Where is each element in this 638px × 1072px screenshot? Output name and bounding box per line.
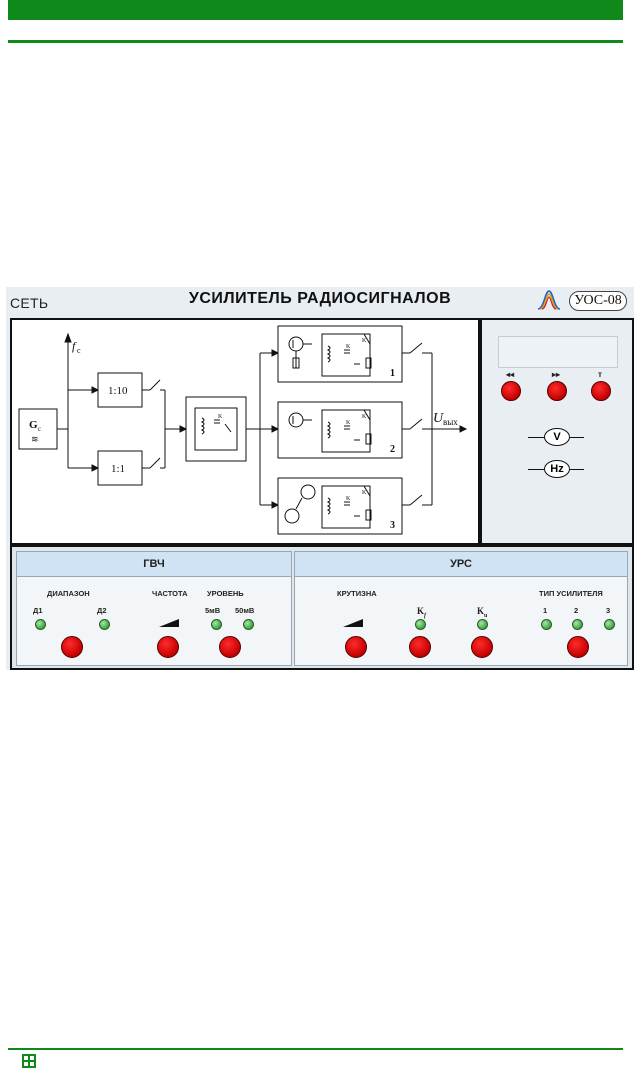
stage-1-number: 1 <box>390 368 395 379</box>
level-50mv-label: 50мВ <box>235 606 255 615</box>
schematic-svg: G c ≋ f c 1:10 1:1 1 2 3 U вых K K K K K… <box>18 325 468 535</box>
range-d1-label: Д1 <box>33 606 43 615</box>
kf-label: Kf <box>417 606 427 619</box>
ku-label-1: K <box>362 338 367 344</box>
forward-label: ▸▸ <box>551 370 561 379</box>
frequency-meter-icon[interactable]: Hz <box>544 460 570 478</box>
amplifier-stage-3 <box>277 477 403 535</box>
kf-led <box>415 619 426 630</box>
frequency-ramp-icon <box>159 619 179 627</box>
digital-display <box>498 336 618 368</box>
divider-10-label: 1:10 <box>108 385 128 397</box>
amp-type-1-label: 1 <box>543 606 548 615</box>
amp-type-2-label: 2 <box>574 606 579 615</box>
frequency-label: ЧАСТОТА <box>152 589 188 598</box>
gvch-section: ГВЧ ДИАПАЗОН Д1 Д2 ЧАСТОТА УРОВЕНЬ 5мВ 5… <box>16 551 292 666</box>
generator-block <box>18 408 58 450</box>
divider-1-label: 1:1 <box>111 463 125 475</box>
footer-rule <box>8 1048 623 1050</box>
slope-label: КРУТИЗНА <box>337 589 377 598</box>
generator-label: G <box>29 419 38 431</box>
footer-logo-icon <box>22 1054 36 1068</box>
gvch-header: ГВЧ <box>17 552 291 577</box>
frequency-sub: c <box>77 346 81 355</box>
model-badge: УОС-08 <box>569 291 627 311</box>
voltmeter-icon[interactable]: V <box>544 428 570 446</box>
ku-label-3: K <box>362 490 367 496</box>
amp-type-label: ТИП УСИЛИТЕЛЯ <box>539 589 603 598</box>
divider-1-10-block <box>97 372 143 408</box>
header-rule <box>8 40 623 43</box>
block-diagram: G c ≋ f c 1:10 1:1 1 2 3 U вых K K K K K… <box>10 318 480 545</box>
control-strip: ГВЧ ДИАПАЗОН Д1 Д2 ЧАСТОТА УРОВЕНЬ 5мВ 5… <box>10 545 634 670</box>
output-sub: вых <box>443 417 458 427</box>
level-5mv-led <box>211 619 222 630</box>
range-d2-led <box>99 619 110 630</box>
svg-text:≋: ≋ <box>31 434 39 444</box>
t-button[interactable] <box>591 381 611 401</box>
slope-ramp-icon <box>343 619 363 627</box>
kf-label-input: K <box>218 414 223 420</box>
amp-type-1-led <box>541 619 552 630</box>
network-label: СЕТЬ <box>10 295 49 311</box>
ku-label-2: K <box>362 414 367 420</box>
ku-label: Ku <box>477 606 488 619</box>
stage-3-number: 3 <box>390 520 395 531</box>
amplifier-stage-2 <box>277 401 403 459</box>
kf-knob[interactable] <box>409 636 431 658</box>
range-d1-led <box>35 619 46 630</box>
urs-header: УРС <box>295 552 627 577</box>
rewind-label: ◂◂ <box>505 370 515 379</box>
output-label: U <box>433 411 444 426</box>
generator-sub: c <box>38 425 41 433</box>
amp-type-knob[interactable] <box>567 636 589 658</box>
frequency-label: f <box>72 339 77 353</box>
range-d2-label: Д2 <box>97 606 107 615</box>
kf-label-3: K <box>346 496 351 502</box>
level-label: УРОВЕНЬ <box>207 589 244 598</box>
frequency-knob[interactable] <box>157 636 179 658</box>
panel-title: УСИЛИТЕЛЬ РАДИОСИГНАЛОВ <box>188 290 452 307</box>
rewind-button[interactable] <box>501 381 521 401</box>
level-knob[interactable] <box>219 636 241 658</box>
waveform-logo-icon <box>537 290 561 310</box>
t-label: т <box>598 370 602 379</box>
ku-knob[interactable] <box>471 636 493 658</box>
stage-2-number: 2 <box>390 444 395 455</box>
header-bar <box>8 0 623 20</box>
slope-knob[interactable] <box>345 636 367 658</box>
level-5mv-label: 5мВ <box>205 606 221 615</box>
kf-label-2: K <box>346 420 351 426</box>
urs-section: УРС КРУТИЗНА Kf Ku ТИП УСИЛИТЕЛЯ 1 2 3 <box>294 551 628 666</box>
kf-label-1: K <box>346 344 351 350</box>
instrument-panel: СЕТЬ УСИЛИТЕЛЬ РАДИОСИГНАЛОВ УОС-08 <box>6 287 634 670</box>
amp-type-3-led <box>604 619 615 630</box>
range-label: ДИАПАЗОН <box>47 589 90 598</box>
amplifier-stage-1 <box>277 325 403 383</box>
level-50mv-led <box>243 619 254 630</box>
amp-type-2-led <box>572 619 583 630</box>
amp-type-3-label: 3 <box>606 606 611 615</box>
ku-led <box>477 619 488 630</box>
forward-button[interactable] <box>547 381 567 401</box>
measurement-panel: ◂◂ ▸▸ т V Hz <box>480 318 634 545</box>
range-knob[interactable] <box>61 636 83 658</box>
